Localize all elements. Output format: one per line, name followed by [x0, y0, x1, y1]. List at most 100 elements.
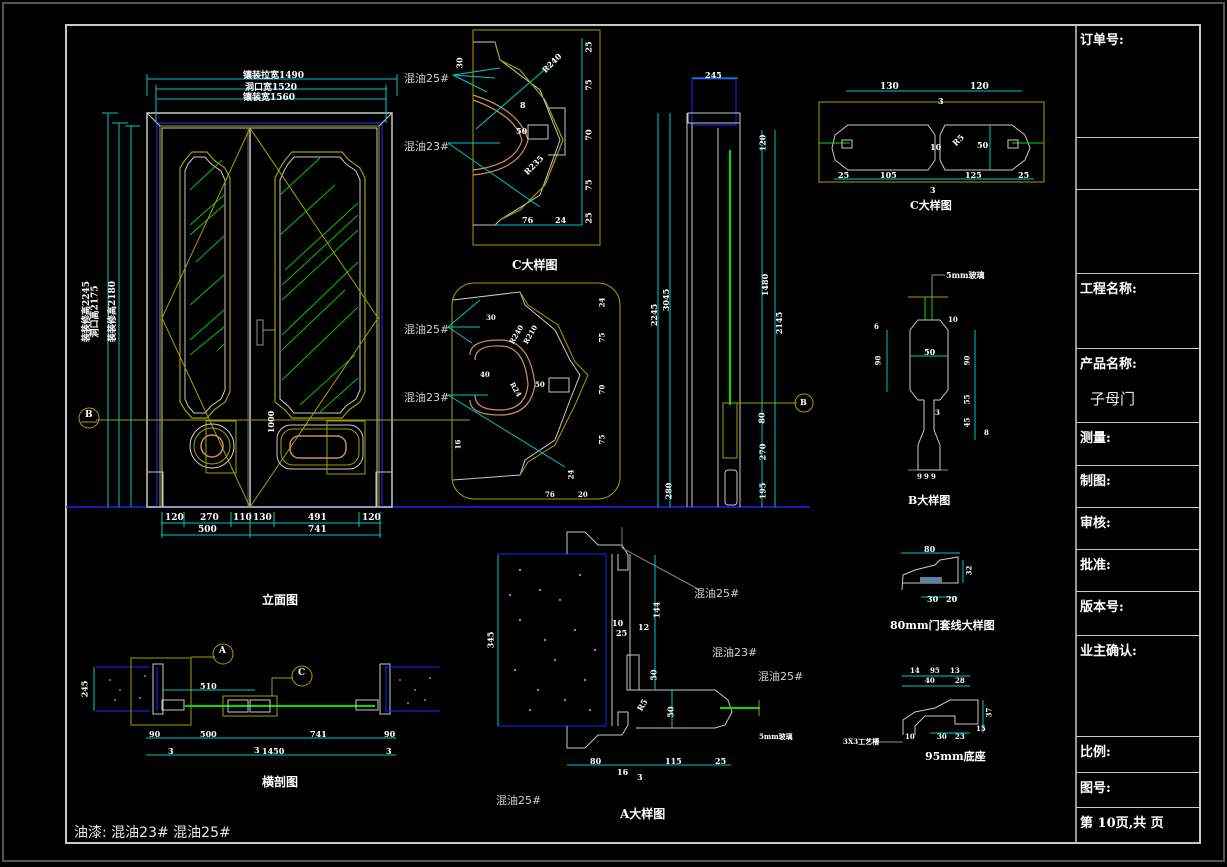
dim-label: 120	[165, 513, 184, 523]
dim-label: 14	[910, 666, 920, 675]
dim-label: 24	[566, 469, 576, 480]
dim-label: 2145	[774, 311, 785, 335]
version-label: 版本号:	[1080, 600, 1124, 615]
glass-note: 5mm玻璃	[946, 270, 985, 280]
drawing-frame	[65, 24, 1201, 844]
section-marker-b-right-text: B	[800, 397, 807, 407]
dim-label: 16	[617, 767, 629, 777]
dim-label: 9	[924, 472, 929, 481]
dim-label: 144	[651, 601, 662, 619]
order-no-label: 订单号:	[1080, 33, 1124, 48]
glass-note: 5mm玻璃	[759, 732, 793, 741]
dim-label: 125	[965, 170, 982, 180]
drawn-label: 制图:	[1080, 474, 1111, 489]
dim-label: 75	[583, 179, 594, 191]
dim-label: 491	[308, 513, 327, 523]
dim-label: 3045	[661, 288, 672, 312]
dim-label: 10	[930, 142, 942, 152]
dim-label: 16	[453, 439, 463, 450]
dim-label: 3	[168, 746, 174, 756]
measure-label: 测量:	[1080, 431, 1111, 446]
dim-label: 3	[930, 185, 936, 195]
dim-label: 25	[583, 212, 594, 224]
drawing-no-label: 图号:	[1080, 781, 1111, 796]
dim-label: 40	[480, 370, 490, 379]
dim-label: 500	[198, 525, 217, 535]
review-cell: 审核:	[1076, 507, 1200, 549]
blank-cell-1	[1076, 137, 1200, 189]
product-name-label: 产品名称:	[1080, 357, 1137, 372]
plan-title: 横剖图	[262, 775, 299, 789]
dim-label: 镶装宽1560	[243, 93, 296, 103]
paint-label: 混油23#	[712, 646, 758, 659]
scale-label: 比例:	[1080, 745, 1111, 760]
dim-label: 25	[583, 41, 594, 53]
dim-label: 9	[917, 472, 922, 481]
dim-label: 95	[930, 666, 940, 675]
version-cell: 版本号:	[1076, 591, 1200, 635]
dim-label: 8	[984, 428, 989, 437]
review-label: 审核:	[1080, 516, 1111, 531]
approve-cell: 批准:	[1076, 549, 1200, 591]
dim-label: 120	[362, 513, 381, 523]
paint-label: 混油23#	[404, 140, 450, 153]
paint-label: 混油25#	[404, 72, 450, 85]
dim-label: 45	[962, 417, 972, 428]
paint-label: 混油25#	[694, 587, 740, 600]
detail-c-middle	[447, 282, 621, 500]
project-name-label: 工程名称:	[1080, 282, 1137, 297]
detail-a-title: A大样图	[620, 807, 666, 821]
dim-label: 75	[597, 332, 607, 343]
measure-cell: 测量:	[1076, 422, 1200, 465]
dim-label: 76	[545, 490, 555, 499]
detail-b-title: B大样图	[908, 494, 951, 507]
dim-label: 28	[955, 676, 965, 685]
scale-cell: 比例:	[1076, 736, 1200, 772]
dim-label: 20	[578, 490, 588, 499]
dim-label: 75	[583, 79, 594, 91]
dim-label: 2245	[649, 303, 660, 327]
plan-section	[93, 643, 440, 756]
owner-confirm-cell: 业主确认:	[1076, 635, 1200, 736]
section-marker-b-right	[794, 393, 814, 413]
trim-80-detail	[901, 552, 964, 598]
dim-label: 1450	[262, 746, 285, 756]
dim-label: 10	[948, 315, 958, 324]
dim-label: 30	[454, 57, 465, 69]
paint-label: 混油23#	[404, 391, 450, 404]
section-marker-b-text: B	[85, 410, 93, 420]
dim-label: 6	[874, 322, 879, 331]
drawn-cell: 制图:	[1076, 465, 1200, 507]
dim-label: 30	[937, 732, 947, 741]
dim-label: 50	[516, 126, 528, 136]
dim-label: 90	[149, 729, 161, 739]
dim-label: 120	[970, 82, 989, 92]
section-marker-b	[78, 407, 100, 429]
section-marker-c	[291, 665, 313, 687]
dim-label: 25	[838, 170, 850, 180]
dim-label: 270	[757, 443, 768, 461]
dim-label: 洞口高2175	[90, 285, 101, 338]
dim-label: 10	[612, 618, 624, 628]
dim-label: 32	[964, 565, 974, 576]
dim-label: 1480	[760, 273, 771, 297]
dim-label: 3	[254, 745, 260, 755]
dim-label: 40	[925, 676, 935, 685]
detail-c-right	[818, 90, 1045, 183]
paint-note: 油漆: 混油23# 混油25#	[74, 825, 231, 841]
dim-label: 50	[535, 380, 545, 389]
dim-label: 741	[310, 729, 327, 739]
dim-label: 25	[715, 756, 727, 766]
dim-label: 80	[590, 756, 602, 766]
dim-label: 23	[955, 732, 965, 741]
dim-label: 105	[880, 170, 897, 180]
detail-c-top	[447, 29, 601, 246]
dim-label: 装装修高2180	[108, 280, 119, 343]
dim-label: 20	[946, 594, 958, 604]
project-name-cell: 工程名称:	[1076, 273, 1200, 348]
dim-label: 24	[597, 297, 607, 308]
owner-confirm-label: 业主确认:	[1080, 644, 1137, 659]
handle-height: 1000	[266, 410, 277, 434]
paint-label: 混油25#	[758, 670, 804, 683]
